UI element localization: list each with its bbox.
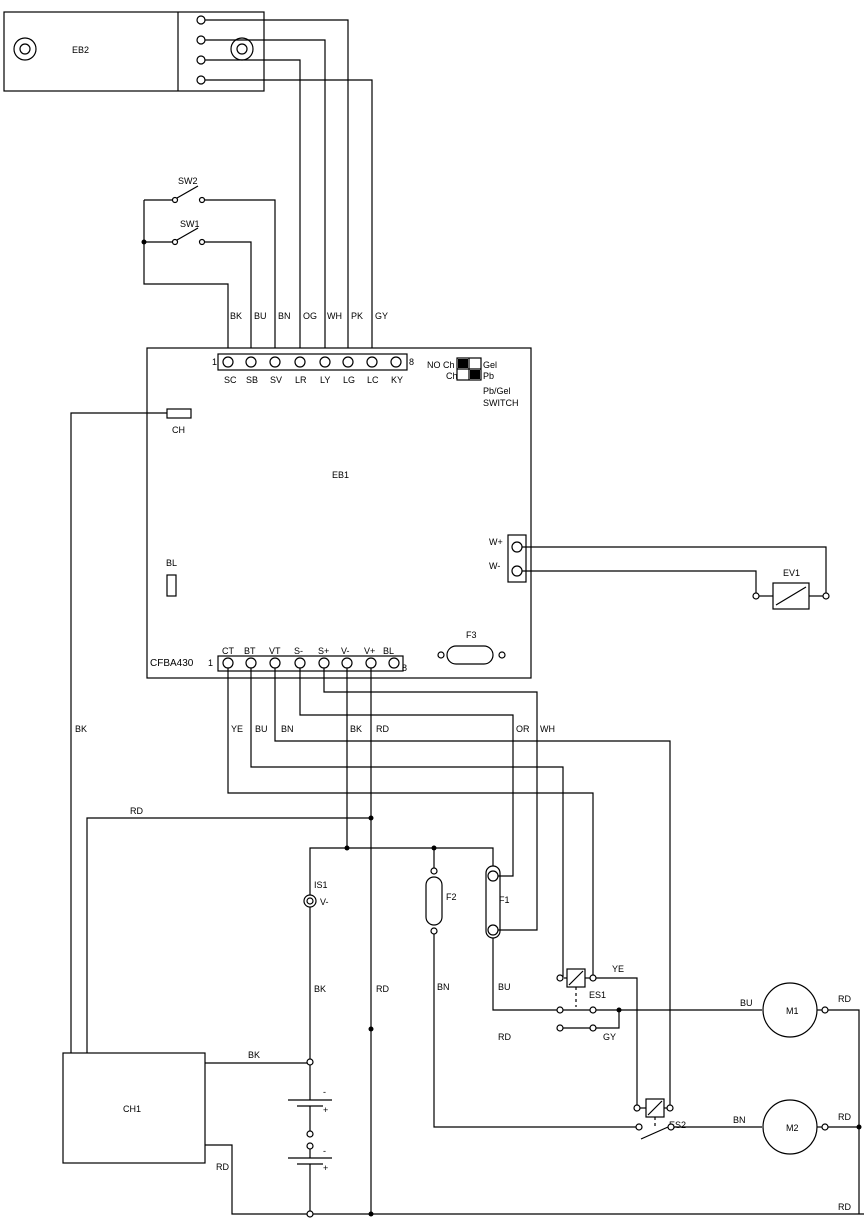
ch1-label: CH1 <box>123 1104 141 1114</box>
switch-title-1: Pb/Gel <box>483 386 511 396</box>
ev1-valve: EV1 <box>522 546 830 610</box>
ch-label: CH <box>172 425 185 435</box>
wire-label-m1-rd: RD <box>838 994 851 1004</box>
battery-2-plus: + <box>323 1163 328 1173</box>
terminal-lr: LR <box>295 375 307 385</box>
bus-wires: RD RD BK RD <box>309 668 864 1217</box>
wire-label-sc: BK <box>230 311 242 321</box>
terminal-sc: SC <box>224 375 237 385</box>
top-connector-pin-first: 1 <box>212 357 217 367</box>
terminal-lc: LC <box>367 375 379 385</box>
switch-pb-label: Pb <box>483 371 494 381</box>
wire-label-es1-ye: YE <box>612 964 624 974</box>
m2-label: M2 <box>786 1123 799 1133</box>
switches: SW2 SW1 <box>141 176 276 355</box>
switch-no-ch-label: NO Ch <box>427 360 455 370</box>
motors: M1 RD M2 RD <box>762 982 862 1214</box>
wire-label-splus-wh: WH <box>540 724 555 734</box>
wire-label-lg: PK <box>351 311 363 321</box>
terminal-vt: VT <box>269 646 281 656</box>
es2-relay: ES2 BN <box>633 1098 762 1140</box>
wire-label-ch1-rd: RD <box>130 806 143 816</box>
wire-label-f1-rd: RD <box>498 1032 511 1042</box>
terminal-lg: LG <box>343 375 355 385</box>
wire-label-vt-bn: BN <box>281 724 294 734</box>
wire-label-ly: WH <box>327 311 342 321</box>
wire-label-m1-bu: BU <box>740 998 753 1008</box>
terminal-bl: BL <box>383 646 394 656</box>
terminal-v-plus: V+ <box>364 646 375 656</box>
switch-ch-label: Ch <box>446 371 458 381</box>
f1-fuse: F1 BU RD <box>485 865 557 1042</box>
bottom-connector-pin-first: 1 <box>208 658 213 668</box>
wire-label-lr: OG <box>303 311 317 321</box>
terminal-s-minus: S- <box>294 646 303 656</box>
terminal-sb: SB <box>246 375 258 385</box>
sw1-label: SW1 <box>180 219 200 229</box>
wire-label-is1-bk: BK <box>314 984 326 994</box>
f3-label: F3 <box>466 630 477 640</box>
battery-1-plus: + <box>323 1105 328 1115</box>
top-wire-labels: BK BU BN OG WH PK GY <box>230 311 388 321</box>
bl-label: BL <box>166 558 177 568</box>
wire-label-bt-bu: BU <box>255 724 268 734</box>
wire-label-es1-gy: GY <box>603 1032 616 1042</box>
bottom-connector-pin-last: 8 <box>402 663 407 673</box>
eb1-label: EB1 <box>332 470 349 480</box>
battery-2-minus: - <box>323 1146 326 1156</box>
wire-label-sv: BN <box>278 311 291 321</box>
battery-pack: - + - + <box>288 1065 332 1218</box>
w-plus-label: W+ <box>489 537 503 547</box>
wire-label-vplus-rd: RD <box>376 724 389 734</box>
pb-gel-switch: NO Ch Ch Gel Pb Pb/Gel SWITCH <box>427 357 519 408</box>
top-connector-pin-last: 8 <box>409 357 414 367</box>
wire-label-sb: BU <box>254 311 267 321</box>
f2-label: F2 <box>446 892 457 902</box>
wire-label-ch-bk: BK <box>75 724 87 734</box>
wire-label-f2-bn: BN <box>437 982 450 992</box>
wire-label-ch1-bk: BK <box>248 1050 260 1060</box>
is1-sensor: IS1 V- BK <box>303 880 329 1066</box>
terminal-ky: KY <box>391 375 403 385</box>
wire-label-ch1-rd2: RD <box>216 1162 229 1172</box>
w-minus-label: W- <box>489 561 500 571</box>
terminal-v-minus: V- <box>341 646 350 656</box>
f1-label: F1 <box>499 895 510 905</box>
eb2-harness <box>205 19 373 355</box>
es1-label: ES1 <box>589 990 606 1000</box>
eb2-label: EB2 <box>72 45 89 55</box>
wire-label-vminus-bk: BK <box>350 724 362 734</box>
terminal-bt: BT <box>244 646 256 656</box>
wire-label-m2-bn: BN <box>733 1115 746 1125</box>
control-harness: WH OR BN BU YE <box>227 668 671 1108</box>
ch1-charger: CH1 BK RD BK RD <box>62 412 374 1215</box>
wire-label-f1-bu: BU <box>498 982 511 992</box>
ev1-label: EV1 <box>783 568 800 578</box>
m1-label: M1 <box>786 1006 799 1016</box>
switch-gel-label: Gel <box>483 360 497 370</box>
sw2-label: SW2 <box>178 176 198 186</box>
terminal-s-plus: S+ <box>318 646 329 656</box>
board-model-label: CFBA430 <box>150 658 194 669</box>
switch-title-2: SWITCH <box>483 398 519 408</box>
is1-pin-label: V- <box>320 897 329 907</box>
eb2-unit: EB2 <box>3 11 265 92</box>
terminal-sv: SV <box>270 375 282 385</box>
terminal-ly: LY <box>320 375 330 385</box>
terminal-ct: CT <box>222 646 234 656</box>
wire-label-lc: GY <box>375 311 388 321</box>
f2-fuse: F2 BN <box>425 848 636 1128</box>
eb1-board: EB1 CFBA430 1 8 SC SB SV LR LY LG LC KY … <box>146 347 532 679</box>
is1-label: IS1 <box>314 880 328 890</box>
battery-1-minus: - <box>323 1087 326 1097</box>
wire-label-bus-rd: RD <box>376 984 389 994</box>
wire-label-sminus-or: OR <box>516 724 530 734</box>
wire-label-ct-ye: YE <box>231 724 243 734</box>
wire-label-m2-rd: RD <box>838 1112 851 1122</box>
wire-label-bottom-rd: RD <box>838 1202 851 1212</box>
es1-relay: YE ES1 GY BU <box>556 964 762 1108</box>
es2-label: ES2 <box>669 1120 686 1130</box>
